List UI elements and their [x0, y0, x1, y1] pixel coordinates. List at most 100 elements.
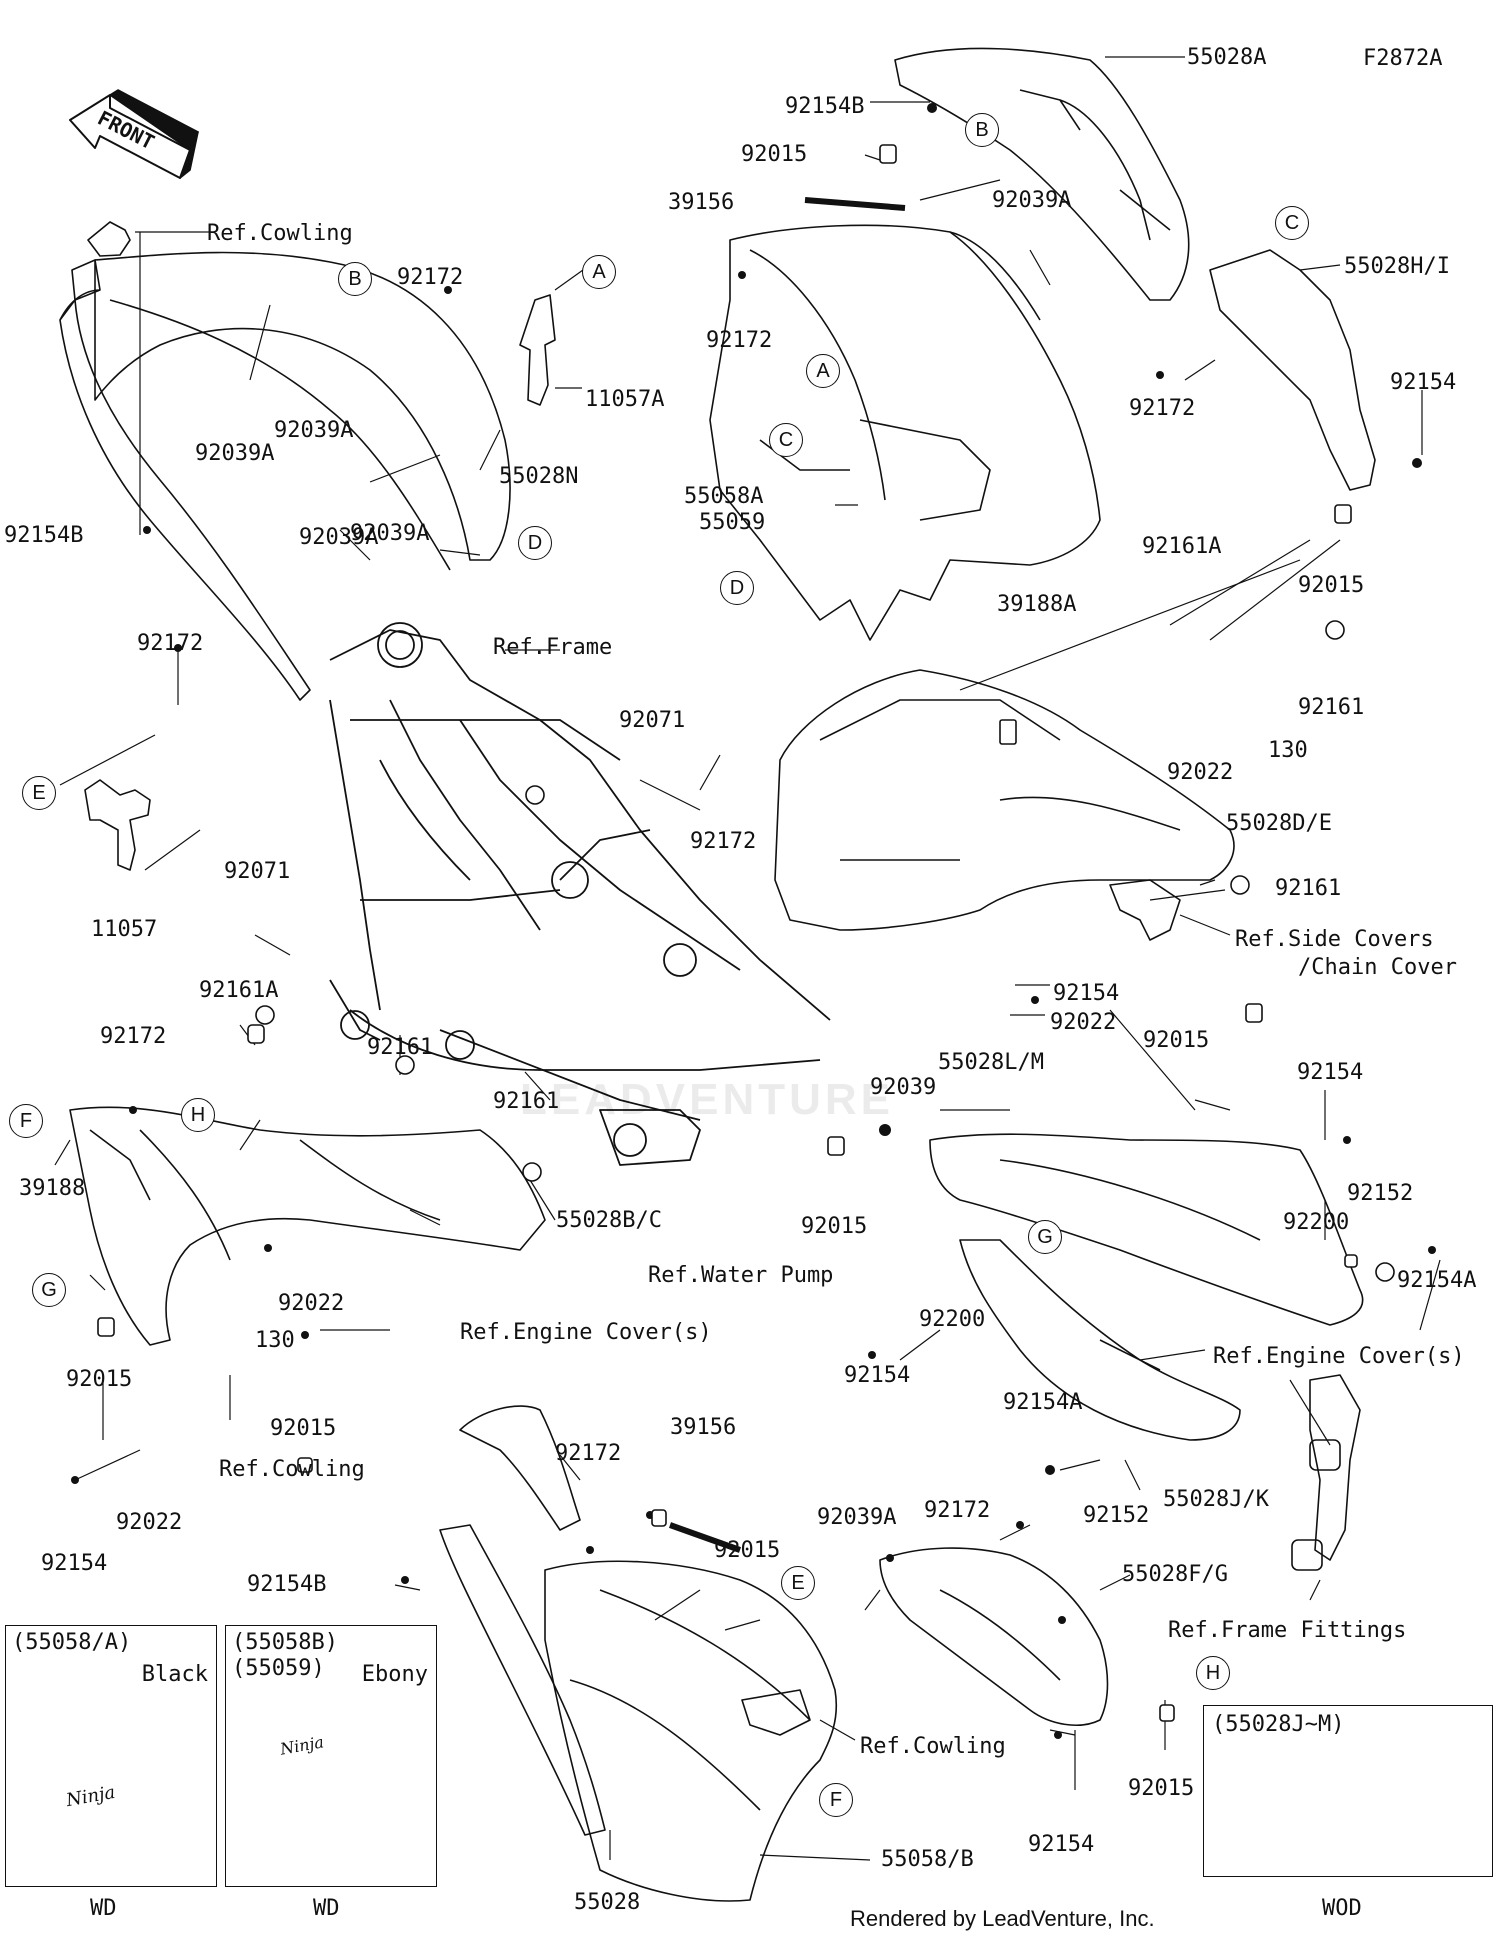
label-92039: 92039 [870, 1075, 937, 1100]
label-55028HI: 55028H/I [1344, 254, 1450, 279]
label-39188A: 39188A [997, 592, 1077, 617]
label-ref-side-covers: Ref.Side Covers [1235, 927, 1434, 952]
label-92154B: 92154B [4, 523, 84, 548]
part-55058A [709, 224, 1101, 641]
label-39156: 39156 [670, 1415, 737, 1440]
label-92172: 92172 [555, 1441, 622, 1466]
label-55028FG: 55028F/G [1122, 1562, 1228, 1587]
label-ref-cowling: Ref.Cowling [219, 1457, 365, 1482]
label-55028A: 55028A [1187, 45, 1267, 70]
label-92015: 92015 [741, 142, 808, 167]
label-92071: 92071 [619, 708, 686, 733]
part-55028BC [69, 1106, 546, 1346]
part-55028N [94, 251, 511, 561]
label-92154: 92154 [1390, 370, 1457, 395]
label-92039A: 92039A [817, 1505, 897, 1530]
label-130: 130 [1268, 738, 1308, 763]
inset-lower-cowling: (55028J~M) [1203, 1705, 1493, 1877]
callout-g: G [32, 1273, 66, 1307]
part-55028FG [879, 1547, 1109, 1726]
footer-credit: Rendered by LeadVenture, Inc. [850, 1906, 1155, 1931]
part-55028HI [1209, 249, 1376, 491]
label-11057: 11057 [91, 917, 158, 942]
label-92015: 92015 [714, 1538, 781, 1563]
label-92154A: 92154A [1397, 1268, 1477, 1293]
label-92022: 92022 [1167, 760, 1234, 785]
part-55028JK [959, 1239, 1241, 1441]
inset-code: (55028J~M) [1212, 1712, 1345, 1737]
label-92022: 92022 [278, 1291, 345, 1316]
label-92039A: 92039A [350, 521, 430, 546]
callout-a: A [806, 354, 840, 388]
figure-code: F2872A [1363, 46, 1443, 71]
label-ref-chain-cover: /Chain Cover [1298, 955, 1457, 980]
label-39188: 39188 [19, 1176, 86, 1201]
label-92015: 92015 [1298, 573, 1365, 598]
label-55059: 55059 [699, 510, 766, 535]
label-92039A: 92039A [274, 418, 354, 443]
label-92154: 92154 [844, 1363, 911, 1388]
part-55028DE [774, 669, 1235, 931]
inset-color: Ebony [361, 1662, 428, 1687]
label-92172: 92172 [924, 1498, 991, 1523]
label-92022: 92022 [116, 1510, 183, 1535]
label-ref-frame-fittings: Ref.Frame Fittings [1168, 1618, 1407, 1643]
label-55058B: 55058/B [881, 1847, 974, 1872]
label-55028N: 55028N [499, 464, 579, 489]
label-ref-engine-covers: Ref.Engine Cover(s) [1213, 1344, 1465, 1369]
callout-d: D [720, 571, 754, 605]
label-92152: 92152 [1083, 1503, 1150, 1528]
label-39156: 39156 [668, 190, 735, 215]
label-92039A: 92039A [992, 188, 1072, 213]
callout-f: F [9, 1104, 43, 1138]
callout-d: D [518, 526, 552, 560]
inset-logo: Ninja [64, 1781, 117, 1812]
label-92015: 92015 [66, 1367, 133, 1392]
label-ref-engine-covers: Ref.Engine Cover(s) [460, 1320, 712, 1345]
inset-code: (55058B) [232, 1630, 338, 1655]
label-92161A: 92161A [199, 978, 279, 1003]
label-92015: 92015 [1143, 1028, 1210, 1053]
callout-e: E [22, 776, 56, 810]
callout-h: H [181, 1098, 215, 1132]
frame [329, 622, 831, 1166]
part-55028A [894, 47, 1190, 301]
label-92161: 92161 [493, 1089, 560, 1114]
label-ref-cowling: Ref.Cowling [207, 221, 353, 246]
label-92161: 92161 [1275, 876, 1342, 901]
label-92015: 92015 [270, 1416, 337, 1441]
inset-tag: WOD [1322, 1896, 1362, 1921]
callout-h: H [1196, 1656, 1230, 1690]
part-55028 [439, 1524, 606, 1836]
label-55028LM: 55028L/M [938, 1050, 1044, 1075]
inset-tag: WD [90, 1896, 117, 1921]
label-92039A: 92039A [195, 441, 275, 466]
watermark: LEADVENTURE [520, 1075, 895, 1124]
label-55058A: 55058A [684, 484, 764, 509]
label-92154B: 92154B [785, 94, 865, 119]
label-92154: 92154 [1028, 1832, 1095, 1857]
callout-f: F [819, 1783, 853, 1817]
part-55028LM [929, 1133, 1364, 1326]
label-92154: 92154 [1053, 981, 1120, 1006]
label-92152: 92152 [1347, 1181, 1414, 1206]
label-92172: 92172 [137, 631, 204, 656]
label-92154B: 92154B [247, 1572, 327, 1597]
label-55028JK: 55028J/K [1163, 1487, 1269, 1512]
label-92161: 92161 [1298, 695, 1365, 720]
label-55028DE: 55028D/E [1226, 811, 1332, 836]
label-11057A: 11057A [585, 387, 665, 412]
label-92022: 92022 [1050, 1010, 1117, 1035]
inset-code: (55058/A) [12, 1630, 132, 1655]
label-55028: 55028 [574, 1890, 641, 1915]
inset-logo: Ninja [278, 1732, 326, 1759]
label-92015: 92015 [1128, 1776, 1195, 1801]
label-92154: 92154 [41, 1551, 108, 1576]
label-55028BC: 55028B/C [556, 1208, 662, 1233]
label-92200: 92200 [919, 1307, 986, 1332]
label-92039A: 92039A [299, 525, 379, 550]
label-92172: 92172 [690, 829, 757, 854]
label-92015: 92015 [801, 1214, 868, 1239]
callout-c: C [769, 423, 803, 457]
label-ref-water-pump: Ref.Water Pump [648, 1263, 834, 1288]
